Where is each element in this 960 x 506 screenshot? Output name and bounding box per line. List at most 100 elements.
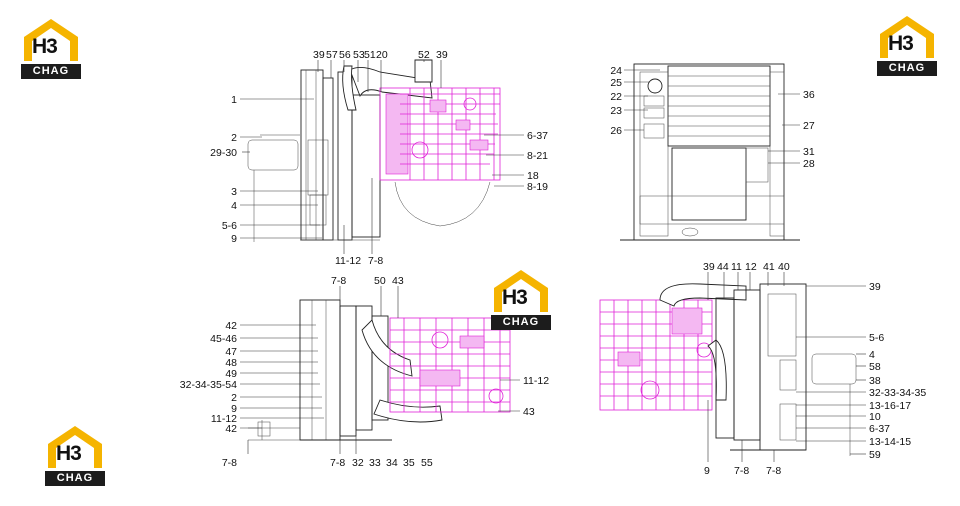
callout-label: 25 bbox=[610, 77, 622, 89]
callout-label: 40 bbox=[778, 261, 790, 273]
radiator-side-frame bbox=[300, 69, 324, 241]
air-filter-tube bbox=[414, 59, 433, 83]
callout-label: 58 bbox=[869, 361, 881, 373]
engine-block bbox=[389, 317, 511, 413]
callout-label: 53 bbox=[353, 49, 365, 61]
callout-label: 39 bbox=[703, 261, 715, 273]
logo-subtitle: CHAG bbox=[45, 471, 105, 486]
callout-label: 5-6 bbox=[869, 332, 884, 344]
panel-bottom-left bbox=[240, 286, 520, 454]
callout-label: 11-12 bbox=[211, 413, 237, 425]
callout-label: 47 bbox=[225, 346, 237, 358]
brand-logo: H3 CHAG bbox=[490, 268, 552, 334]
oil-pan bbox=[394, 181, 491, 227]
filler-cap bbox=[647, 78, 663, 94]
house-roof-icon bbox=[48, 426, 102, 468]
callout-label: 11-12 bbox=[335, 255, 361, 267]
mount-bracket bbox=[248, 420, 300, 441]
panel-top-left bbox=[240, 59, 524, 254]
callout-label: 4 bbox=[231, 200, 237, 212]
callout-label: 42 bbox=[225, 320, 237, 332]
engine-block bbox=[379, 87, 501, 181]
callout-label: 9 bbox=[231, 403, 237, 415]
callout-label: 32-34-35-54 bbox=[180, 379, 237, 391]
callout-label: 13-16-17 bbox=[869, 400, 911, 412]
callout-label: 7-8 bbox=[331, 275, 346, 287]
upper-hose bbox=[361, 319, 413, 377]
house-roof-icon bbox=[24, 19, 78, 61]
callout-label: 32-33-34-35 bbox=[869, 387, 926, 399]
callout-label: 38 bbox=[869, 375, 881, 387]
logo-text: H3 bbox=[56, 442, 82, 465]
rear-core bbox=[671, 147, 747, 221]
lower-hose bbox=[373, 399, 443, 423]
fan-housing bbox=[351, 94, 381, 238]
leader-lines-top-right bbox=[624, 69, 800, 164]
callout-label: 4 bbox=[869, 349, 875, 361]
rear-frame bbox=[633, 63, 785, 241]
callout-label: 32 bbox=[352, 457, 364, 469]
callout-label: 24 bbox=[610, 65, 622, 77]
logo-subtitle: CHAG bbox=[21, 64, 81, 79]
callout-label: 7-8 bbox=[330, 457, 345, 469]
logo-subtitle: CHAG bbox=[877, 61, 937, 76]
panel-top-right bbox=[620, 63, 800, 241]
intake-pipe bbox=[659, 283, 747, 307]
logo-text: H3 bbox=[502, 286, 528, 309]
brand-logo: H3 CHAG bbox=[20, 17, 82, 83]
callout-label: 34 bbox=[386, 457, 398, 469]
callout-label: 27 bbox=[803, 120, 815, 132]
callout-label: 49 bbox=[225, 368, 237, 380]
radiator-core bbox=[339, 305, 357, 437]
callout-label: 39 bbox=[313, 49, 325, 61]
callout-label: 45-46 bbox=[210, 333, 237, 345]
callout-label: 55 bbox=[421, 457, 433, 469]
callout-label: 7-8 bbox=[734, 465, 749, 477]
expansion-tank bbox=[811, 353, 857, 385]
callout-label: 6-37 bbox=[869, 423, 890, 435]
callout-label: 28 bbox=[803, 158, 815, 170]
logo-text: H3 bbox=[32, 35, 58, 58]
callout-label: 7-8 bbox=[766, 465, 781, 477]
callout-label: 20 bbox=[376, 49, 388, 61]
callout-label: 57 bbox=[326, 49, 338, 61]
callout-label: 51 bbox=[364, 49, 376, 61]
engine-block bbox=[599, 299, 713, 411]
brand-logo: H3 CHAG bbox=[44, 424, 106, 490]
callout-label: 41 bbox=[763, 261, 775, 273]
callout-label: 3 bbox=[231, 186, 237, 198]
fan-housing bbox=[371, 315, 389, 421]
callout-label: 39 bbox=[869, 281, 881, 293]
callout-label: 29-30 bbox=[210, 147, 237, 159]
callout-label: 36 bbox=[803, 89, 815, 101]
callout-label: 7-8 bbox=[222, 457, 237, 469]
callout-label: 59 bbox=[869, 449, 881, 461]
radiator-side-frame bbox=[299, 299, 341, 441]
callout-label: 52 bbox=[418, 49, 430, 61]
callout-label: 33 bbox=[369, 457, 381, 469]
callout-label: 12 bbox=[745, 261, 757, 273]
callout-label: 35 bbox=[403, 457, 415, 469]
callout-label: 31 bbox=[803, 146, 815, 158]
callout-label: 13-14-15 bbox=[869, 436, 911, 448]
expansion-tank bbox=[247, 139, 299, 171]
callout-label: 7-8 bbox=[368, 255, 383, 267]
house-roof-icon bbox=[494, 270, 548, 312]
callout-label: 23 bbox=[610, 105, 622, 117]
callout-label: 2 bbox=[231, 132, 237, 144]
callout-label: 5-6 bbox=[222, 220, 237, 232]
callout-label: 42 bbox=[225, 423, 237, 435]
callout-label: 8-21 bbox=[527, 150, 548, 162]
callout-label: 44 bbox=[717, 261, 729, 273]
callout-label: 2 bbox=[231, 392, 237, 404]
panel-bottom-right bbox=[599, 272, 866, 462]
callout-label: 11-12 bbox=[523, 375, 549, 387]
callout-label: 11 bbox=[731, 261, 742, 273]
callout-label: 48 bbox=[225, 357, 237, 369]
brand-logo: H3 CHAG bbox=[876, 14, 938, 80]
callout-label: 26 bbox=[610, 125, 622, 137]
callout-label: 8-19 bbox=[527, 181, 548, 193]
callout-label: 1 bbox=[231, 94, 237, 106]
